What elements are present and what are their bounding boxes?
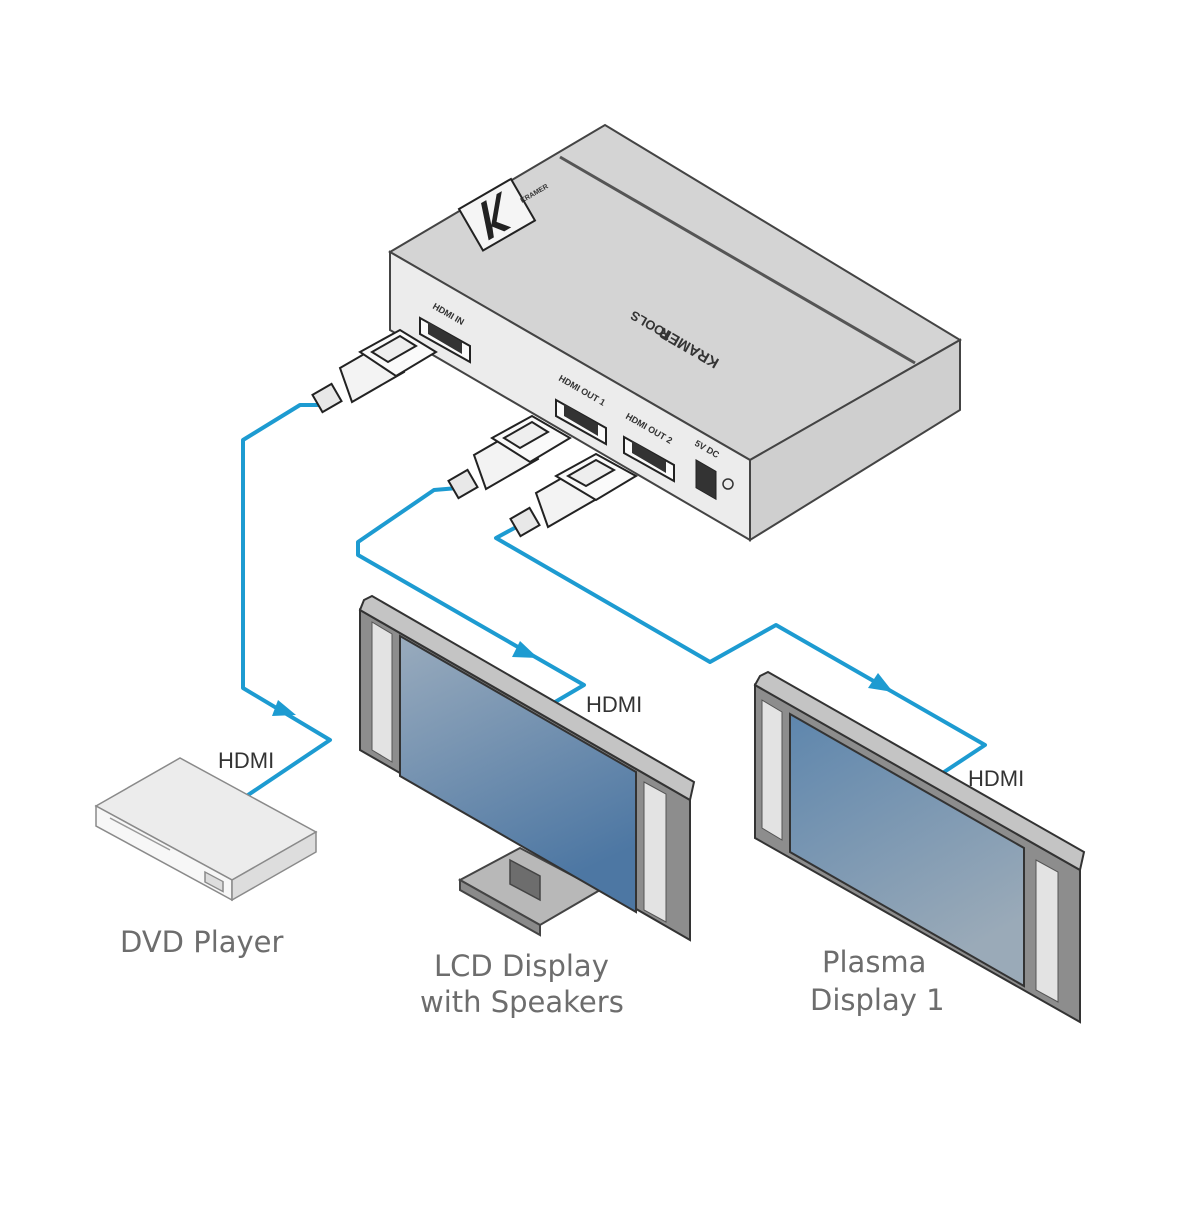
kramer-logo — [457, 177, 537, 252]
label-plasma-line1: Plasma — [822, 945, 926, 979]
device-side-face — [749, 338, 961, 542]
kramer-device: KRAMER KRAMER TOOLS HDMI IN HDMI OUT 1 H… — [388, 123, 962, 542]
plasma-display-icon — [753, 670, 1086, 1024]
hdmi-connector-in-icon — [311, 328, 438, 414]
label-lcd-line2: with Speakers — [420, 985, 624, 1019]
logo-k-icon — [481, 191, 512, 241]
label-dvd-player: DVD Player — [120, 925, 284, 959]
cable-plasma — [494, 523, 987, 780]
label-lcd-line1: LCD Display — [434, 949, 609, 983]
label-plasma-line2: Display 1 — [810, 983, 945, 1017]
arrow-lcd-icon — [512, 641, 538, 658]
power-icon — [722, 478, 734, 490]
cable-dvd — [241, 403, 332, 797]
dvd-player-icon — [94, 757, 318, 902]
arrow-dvd-icon — [272, 700, 296, 716]
cable-lcd — [356, 486, 586, 707]
cable-label-dvd: HDMI — [218, 748, 274, 773]
lcd-display-icon — [358, 594, 696, 942]
hdmi-connector-out1-icon — [447, 414, 572, 500]
device-top-groove — [559, 155, 916, 365]
hdmi-connector-out2-icon — [509, 452, 639, 538]
cable-label-lcd: HDMI — [586, 692, 642, 717]
arrow-plasma-icon — [868, 673, 893, 692]
cable-label-plasma: HDMI — [968, 766, 1024, 791]
